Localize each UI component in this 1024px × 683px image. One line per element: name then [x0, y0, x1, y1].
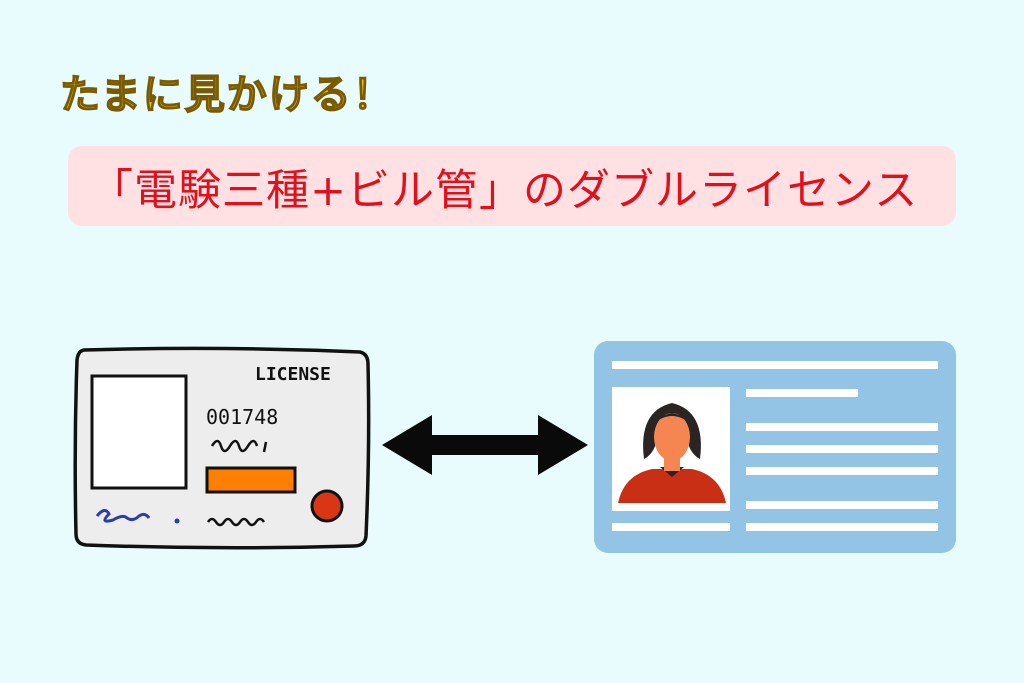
- double-arrow-icon: [380, 413, 590, 481]
- scribble-line-icon: [206, 517, 266, 527]
- id-line: [612, 523, 730, 531]
- scribble-text-icon: [210, 439, 268, 453]
- id-line: [746, 423, 938, 431]
- id-line: [746, 501, 938, 509]
- signature-icon: [95, 509, 151, 523]
- signature-dot: [174, 518, 180, 524]
- banner: 「電験三種+ビル管」のダブルライセンス: [68, 146, 956, 226]
- license-label: LICENSE: [255, 364, 331, 385]
- photo-frame: [90, 374, 188, 490]
- id-line: [746, 445, 938, 453]
- id-line: [746, 467, 938, 475]
- id-line: [746, 389, 858, 397]
- person-face-icon: [654, 413, 690, 461]
- id-line: [612, 361, 938, 369]
- seal-stamp-icon: [310, 489, 344, 523]
- person-shirt-icon: [618, 469, 726, 503]
- headline: たまに見かける！: [59, 71, 395, 119]
- license-card-graphic: LICENSE 001748: [73, 346, 371, 550]
- orange-stripe: [205, 466, 297, 494]
- person-bangs: [652, 413, 692, 425]
- license-number: 001748: [206, 405, 278, 429]
- id-card: [594, 341, 956, 557]
- id-card-graphic: [594, 341, 956, 553]
- banner-text: 「電験三種+ビル管」のダブルライセンス: [90, 166, 919, 216]
- license-card: LICENSE 001748: [72, 346, 372, 556]
- id-line: [746, 523, 938, 531]
